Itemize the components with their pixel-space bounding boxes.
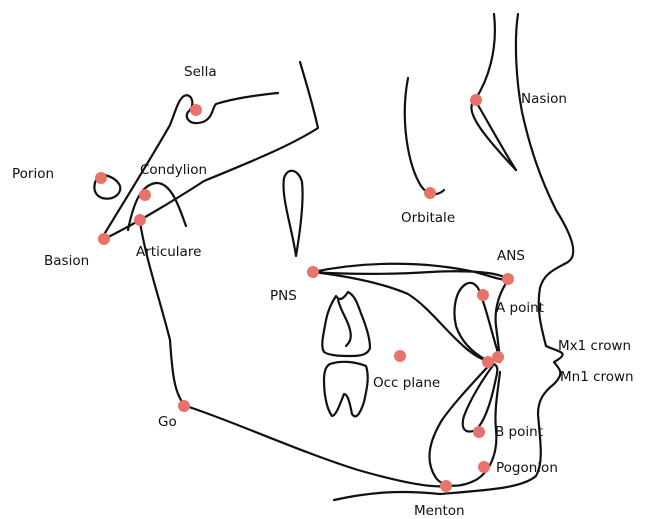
sella-label: Sella [184,64,217,80]
orbitale-point [424,187,436,199]
menton-label: Menton [414,503,465,519]
condylion-label: Condylion [140,162,207,178]
go-label: Go [158,414,177,430]
ans-point [502,273,514,285]
ans-label: ANS [497,248,525,264]
b-point-point [473,426,485,438]
nasion-label: Nasion [521,91,567,107]
pogonion-label: Pogonion [496,460,558,476]
condylion-point [139,189,151,201]
porion-point [95,172,107,184]
upper-incisor-outline [454,283,497,361]
condyle-outline [102,62,318,240]
nasal-bone-outline [475,100,516,170]
occ-plane-point [394,350,406,362]
pns-point [307,266,319,278]
orbitale-label: Orbitale [401,210,455,226]
pns-label: PNS [270,288,297,304]
pogonion-point [478,461,490,473]
upper-molar-cusp-outline [338,300,351,346]
maxilla-outline [313,264,508,280]
pterygoid-fissure-outline [283,171,302,256]
a-point-point [477,289,489,301]
articulare-point [134,214,146,226]
porion-label: Porion [12,166,54,182]
a-point-label: A point [496,300,544,316]
lower-molar-outline [324,362,368,417]
nasion-point [470,94,482,106]
chin-neck-outline [334,492,440,500]
go-point [178,400,190,412]
sella-point [190,104,202,116]
orbit-outline [405,78,444,194]
occ-plane-label: Occ plane [373,375,440,391]
basion-label: Basion [44,253,89,269]
mn1-crown-point [482,356,494,368]
b-point-label: B point [495,424,543,440]
mx1-crown-label: Mx1 crown [558,338,631,354]
frontal-nasal-outline [471,14,516,170]
mn1-crown-label: Mn1 crown [560,369,634,385]
articulare-label: Articulare [136,244,201,260]
basion-point [98,233,110,245]
menton-point [440,480,452,492]
